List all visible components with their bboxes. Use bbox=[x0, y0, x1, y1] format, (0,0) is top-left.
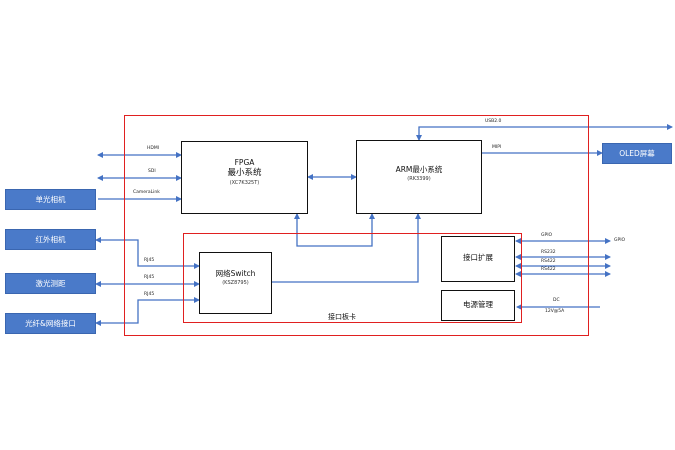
fpga-line3: (XC7K325T) bbox=[229, 180, 260, 186]
switch-line1: 网络Switch bbox=[215, 269, 256, 278]
arm-usb-link bbox=[416, 124, 673, 141]
label-sdi: SDI bbox=[148, 169, 156, 174]
switch-box: 网络Switch (KSZ8795) bbox=[199, 252, 272, 314]
label-cameralink: CameraLink bbox=[133, 190, 160, 195]
label-rs232: RS232 bbox=[541, 250, 556, 255]
label-right-top: GPIO bbox=[614, 238, 626, 243]
oled-box: OLED屏幕 bbox=[602, 143, 672, 164]
arm-box: ARM最小系统 (RK3399) bbox=[356, 140, 482, 214]
label-hdmi: HDMI bbox=[147, 146, 160, 151]
left-input-fiber: 光纤&网络接口 bbox=[5, 313, 96, 334]
label-rs422-2: RS422 bbox=[541, 267, 556, 272]
fiber-link bbox=[95, 297, 200, 326]
power-mgmt-box: 电源管理 bbox=[441, 290, 515, 321]
label-dc-voltage: 12V@5A bbox=[545, 309, 565, 314]
iface-board-caption: 接口板卡 bbox=[328, 313, 356, 321]
iface-ext-label: 接口扩展 bbox=[463, 253, 493, 262]
label-gpio: GPIO bbox=[541, 233, 553, 238]
left-input-ir-camera: 红外相机 bbox=[5, 229, 96, 250]
label-rs422-1: RS422 bbox=[541, 259, 556, 264]
iface-board-frame bbox=[183, 233, 522, 323]
left-input-laser: 激光测距 bbox=[5, 273, 96, 294]
switch-arm-link bbox=[272, 213, 421, 283]
fpga-line2: 最小系统 bbox=[227, 168, 262, 178]
label-rj45-3: RJ45 bbox=[144, 292, 155, 297]
arm-line1: ARM最小系统 bbox=[395, 165, 443, 174]
arm-line2: (RK3399) bbox=[407, 176, 431, 182]
fpga-arm-bus bbox=[294, 213, 375, 247]
label-dc: DC bbox=[553, 298, 560, 303]
label-usb: USB2.0 bbox=[485, 119, 502, 124]
fpga-line1: FPGA bbox=[234, 158, 255, 167]
fpga-box: FPGA 最小系统 (XC7K325T) bbox=[181, 141, 308, 214]
ir-camera-link bbox=[95, 237, 200, 269]
iface-ext-box: 接口扩展 bbox=[441, 236, 515, 282]
label-rj45-2: RJ45 bbox=[144, 275, 155, 280]
system-frame bbox=[124, 115, 589, 336]
switch-line2: (KSZ8795) bbox=[222, 280, 249, 286]
label-rj45-1: RJ45 bbox=[144, 258, 155, 263]
power-mgmt-label: 电源管理 bbox=[463, 300, 493, 309]
label-mipi: MIPI bbox=[492, 145, 502, 150]
left-input-visible-camera: 单光相机 bbox=[5, 189, 96, 210]
